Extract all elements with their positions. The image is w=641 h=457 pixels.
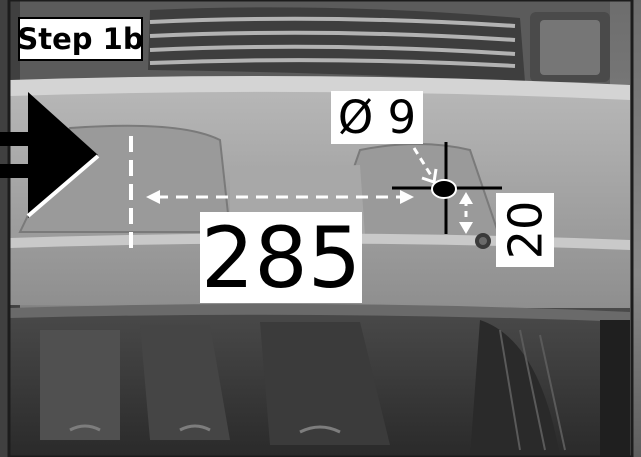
hole-diameter-label: Ø 9 — [331, 91, 423, 144]
step-label: Step 1b — [17, 17, 144, 61]
crosshair-icon — [392, 142, 502, 234]
diameter-leader-arrow — [412, 147, 438, 184]
vertical-dimension-arrow — [459, 192, 473, 234]
vertical-offset-value: 20 — [498, 200, 553, 260]
horizontal-distance-label: 285 — [200, 208, 362, 307]
underbody — [10, 303, 630, 457]
vertical-offset-label: 20 — [496, 193, 554, 267]
large-right-arrow-icon — [0, 92, 100, 218]
photo-frame — [7, 0, 634, 457]
grille — [0, 0, 610, 457]
horizontal-dimension-arrow — [146, 190, 414, 204]
